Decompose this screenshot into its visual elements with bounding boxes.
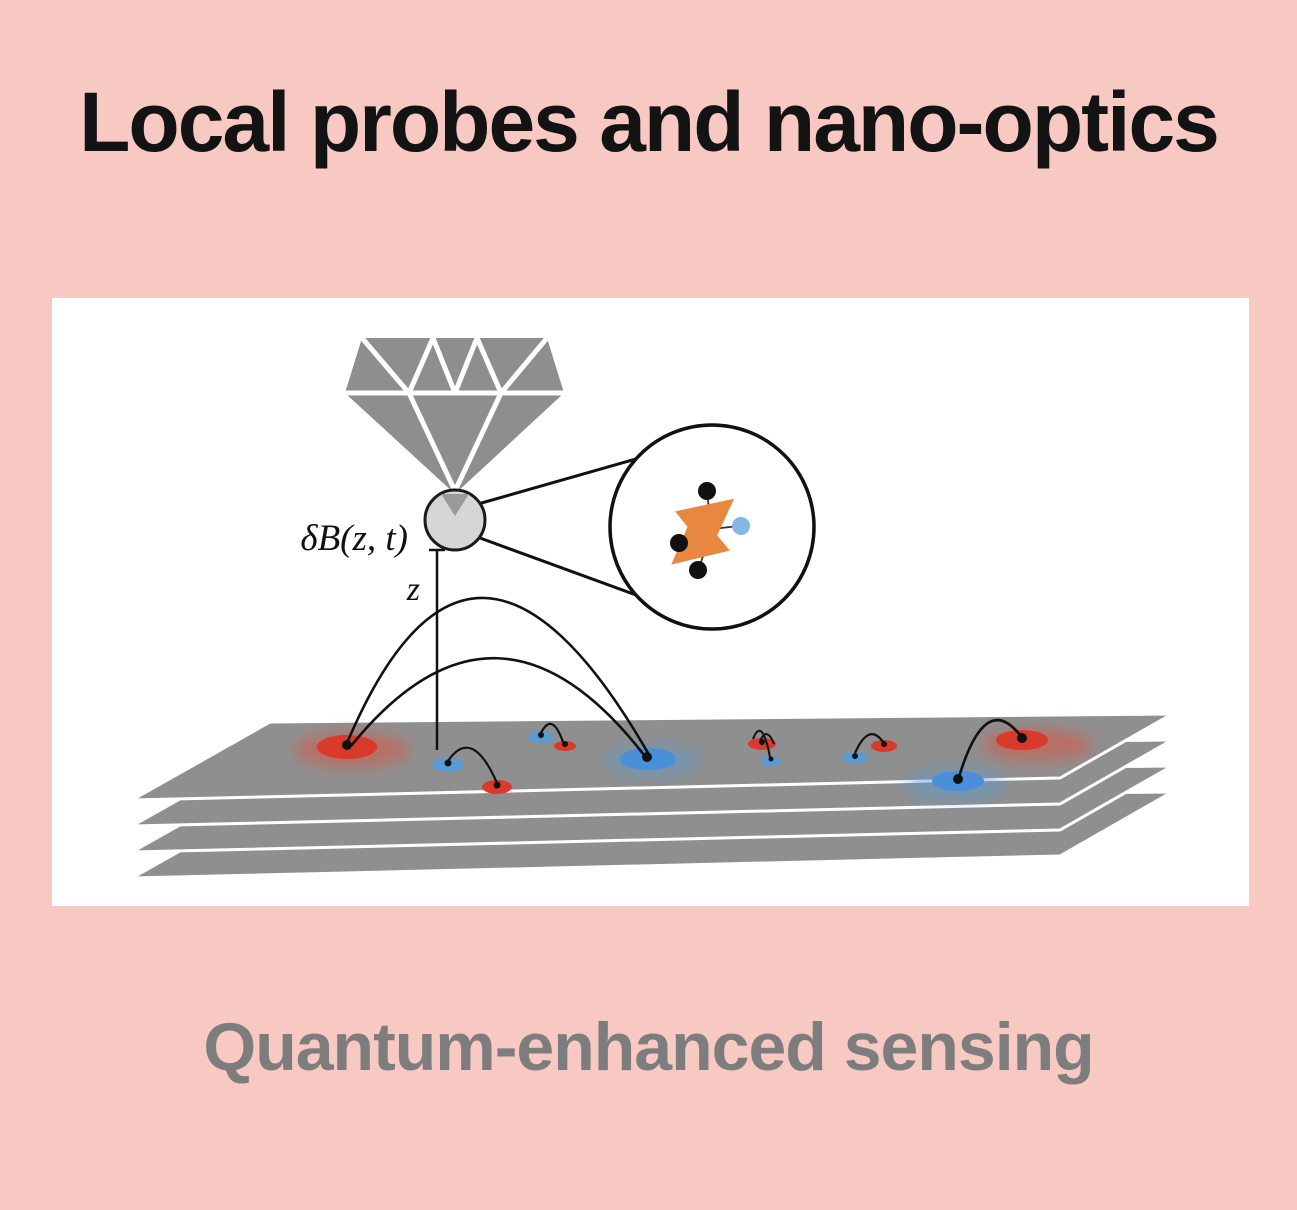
field-arc [540,722,565,743]
spin-dot [493,781,501,789]
field-arc [345,596,650,754]
spin-dot [881,741,887,747]
diamond-probe-icon [342,335,567,494]
field-label: δB(z, t) [300,518,408,559]
field-arcs [345,596,1022,784]
page-subtitle: Quantum-enhanced sensing [203,1009,1094,1085]
spin-dot [852,753,858,759]
distance-label: z [406,571,420,608]
figure-canvas: δB(z, t) z [131,335,1178,880]
spin-dot [342,740,352,750]
zoom-callout-lines [477,457,637,597]
spin-dot [953,774,963,784]
field-arc [759,733,775,745]
spin-dot [562,741,568,747]
zoom-circle [608,423,816,631]
carbon-atom-dot [670,534,688,552]
diamond-tip-shadow [441,494,469,516]
spin-dot [1017,733,1027,743]
spin-dot [538,732,544,738]
field-arc [752,729,771,758]
field-arc [349,656,646,756]
nv-tip-circle [423,488,487,552]
figure-panel: δB(z, t) z [52,298,1249,906]
carbon-atom-dot [698,482,716,500]
page-title: Local probes and nano-optics [79,75,1220,169]
distance-line [429,548,445,750]
spin-dot [768,756,774,762]
spin-arrow-icon [671,498,735,565]
carbon-atom-dot [689,561,707,579]
spin-dot [444,759,452,767]
field-arc [447,746,499,784]
nitrogen-atom-dot [732,517,750,535]
nv-center-structure [670,482,750,579]
field-arc [853,733,884,754]
spin-defects [294,729,1092,801]
field-arc [957,718,1022,778]
